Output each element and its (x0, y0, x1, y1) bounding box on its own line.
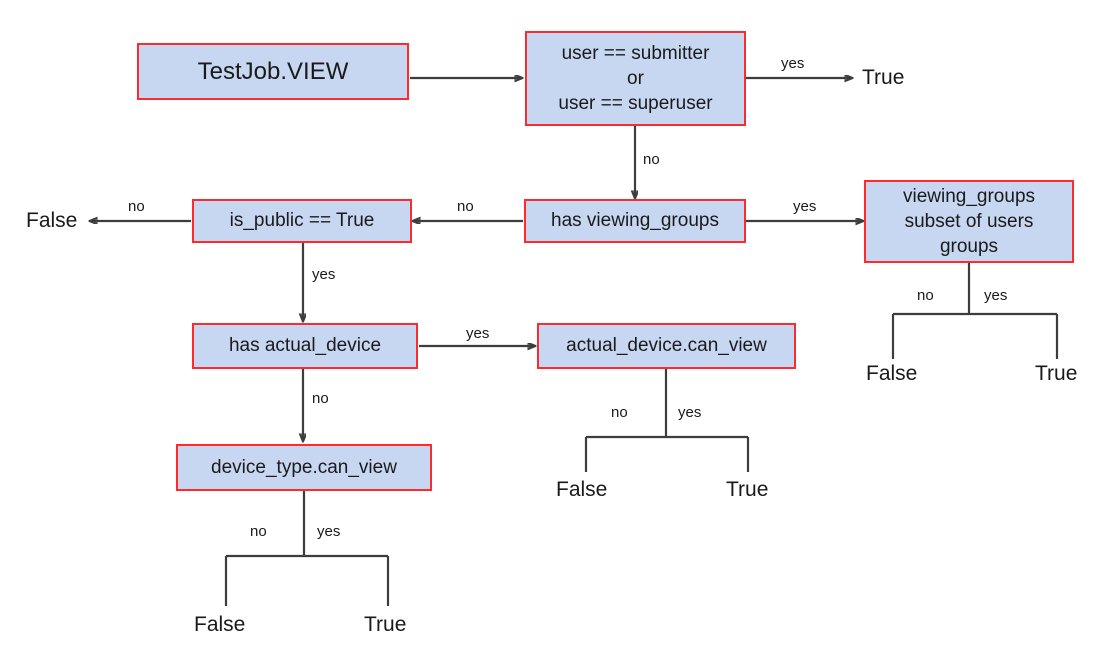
edge-label-can-view-no: no (611, 404, 628, 421)
terminal-device-type-true: True (364, 613, 407, 636)
edge-label-is-public-yes: yes (312, 266, 336, 283)
edge-label-subset-yes: yes (984, 287, 1008, 304)
node-start-label: TestJob.VIEW (197, 57, 349, 85)
terminal-subset-false: False (866, 362, 918, 385)
edge-label-actual-device-no: no (312, 390, 329, 407)
edge-label-is-public-no: no (128, 198, 145, 215)
node-start[interactable]: TestJob.VIEW (137, 43, 409, 100)
node-has-actual-device-label: has actual_device (228, 335, 382, 357)
node-actual-device-can-view-label: actual_device.can_view (566, 335, 767, 357)
terminal-actual-device-false: False (556, 478, 608, 501)
edge-label-viewing-groups-no: no (457, 198, 474, 215)
edge-label-user-check-no: no (643, 151, 660, 168)
terminal-user-check-true: True (862, 66, 905, 89)
edge-label-subset-no: no (917, 287, 934, 304)
node-actual-device-can-view[interactable]: actual_device.can_view (537, 323, 796, 369)
node-viewing-groups-subset-label: viewing_groups subset of users groups (902, 185, 1036, 258)
node-user-check-label: user == submitter or user == superuser (558, 42, 713, 115)
edge-label-user-check-yes: yes (781, 55, 805, 72)
terminal-device-type-false: False (194, 613, 246, 636)
node-has-viewing-groups-label: has viewing_groups (551, 210, 719, 232)
terminal-actual-device-true: True (726, 478, 769, 501)
node-has-actual-device[interactable]: has actual_device (192, 323, 418, 369)
node-user-check[interactable]: user == submitter or user == superuser (525, 31, 746, 126)
edge-label-can-view-yes: yes (678, 404, 702, 421)
node-device-type-can-view[interactable]: device_type.can_view (176, 444, 432, 491)
edge-label-device-type-no: no (250, 523, 267, 540)
node-device-type-can-view-label: device_type.can_view (211, 456, 397, 478)
terminal-subset-true: True (1035, 362, 1078, 385)
terminal-is-public-false: False (26, 209, 78, 232)
node-is-public[interactable]: is_public == True (192, 199, 412, 243)
edge-label-actual-device-yes: yes (466, 325, 490, 342)
edge-label-viewing-groups-yes: yes (793, 198, 817, 215)
node-viewing-groups-subset[interactable]: viewing_groups subset of users groups (864, 180, 1074, 263)
node-has-viewing-groups[interactable]: has viewing_groups (524, 199, 746, 243)
node-is-public-label: is_public == True (229, 210, 375, 232)
edge-label-device-type-yes: yes (317, 523, 341, 540)
